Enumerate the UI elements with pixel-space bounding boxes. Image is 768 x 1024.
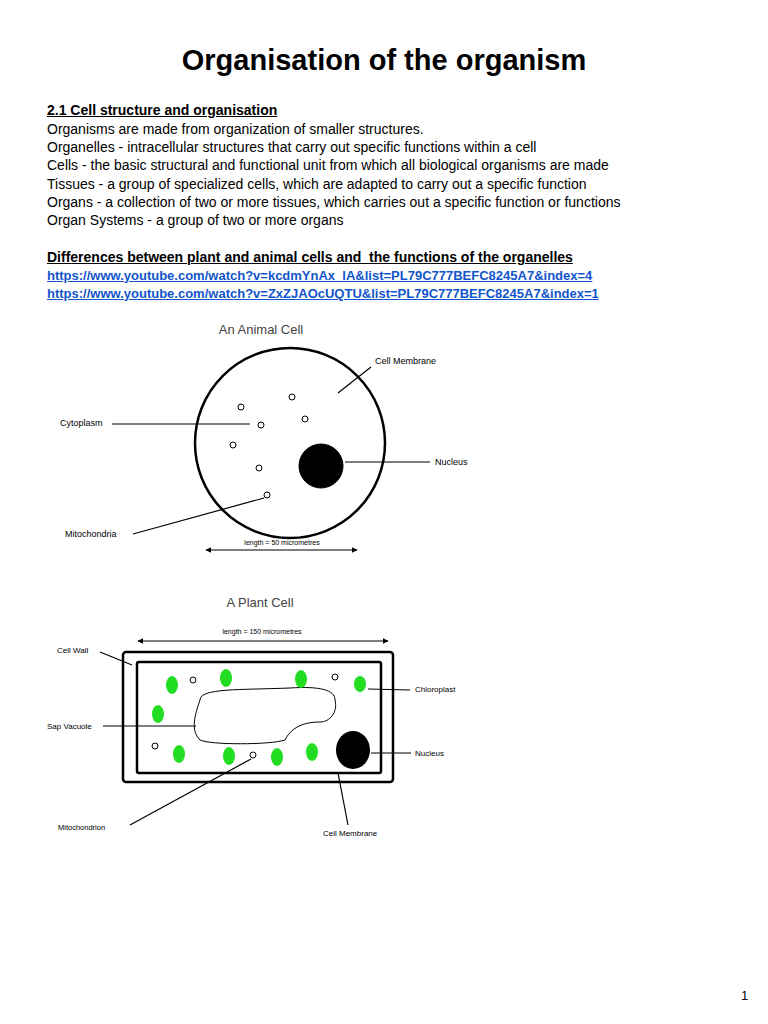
part-label: Cell Membrane xyxy=(375,356,436,366)
body-text: Organisms are made from organization of … xyxy=(47,121,424,137)
part-label: Mitochondria xyxy=(65,529,117,539)
page-title: Organisation of the organism xyxy=(0,44,768,77)
part-label: Nucleus xyxy=(435,457,468,467)
video-link: https://www.youtube.com/watch?v=ZxZJAOcU… xyxy=(47,287,599,302)
page-number: 1 xyxy=(741,989,748,1004)
body-text: Organ Systems - a group of two or more o… xyxy=(47,212,343,228)
body-text: Organs - a collection of two or more tis… xyxy=(47,194,620,210)
diagram-title: An Animal Cell xyxy=(219,323,304,338)
dimension-label: length = 50 micrometres xyxy=(244,539,319,547)
body-text: Tissues - a group of specialized cells, … xyxy=(47,176,587,192)
part-label: Nucleus xyxy=(415,749,444,758)
part-label: Cytoplasm xyxy=(60,418,103,428)
body-text: Cells - the basic structural and functio… xyxy=(47,157,609,173)
video-link: https://www.youtube.com/watch?v=kcdmYnAx… xyxy=(47,269,592,284)
dimension-label: length = 150 micrometres xyxy=(222,628,301,636)
part-label: Cell Wall xyxy=(57,646,88,655)
animal-cell xyxy=(112,348,430,550)
section-heading: 2.1 Cell structure and organisation xyxy=(47,102,277,118)
part-label: Chloroplast xyxy=(415,685,455,694)
part-label: Mitochondrion xyxy=(58,824,105,833)
body-text: Organelles - intracellular structures th… xyxy=(47,139,536,155)
part-label: Cell Membrane xyxy=(323,829,377,838)
part-label: Sap Vacuole xyxy=(47,722,92,731)
diagram-title: A Plant Cell xyxy=(226,596,293,611)
plant-cell xyxy=(100,641,411,825)
section-heading: Differences between plant and animal cel… xyxy=(47,249,573,265)
